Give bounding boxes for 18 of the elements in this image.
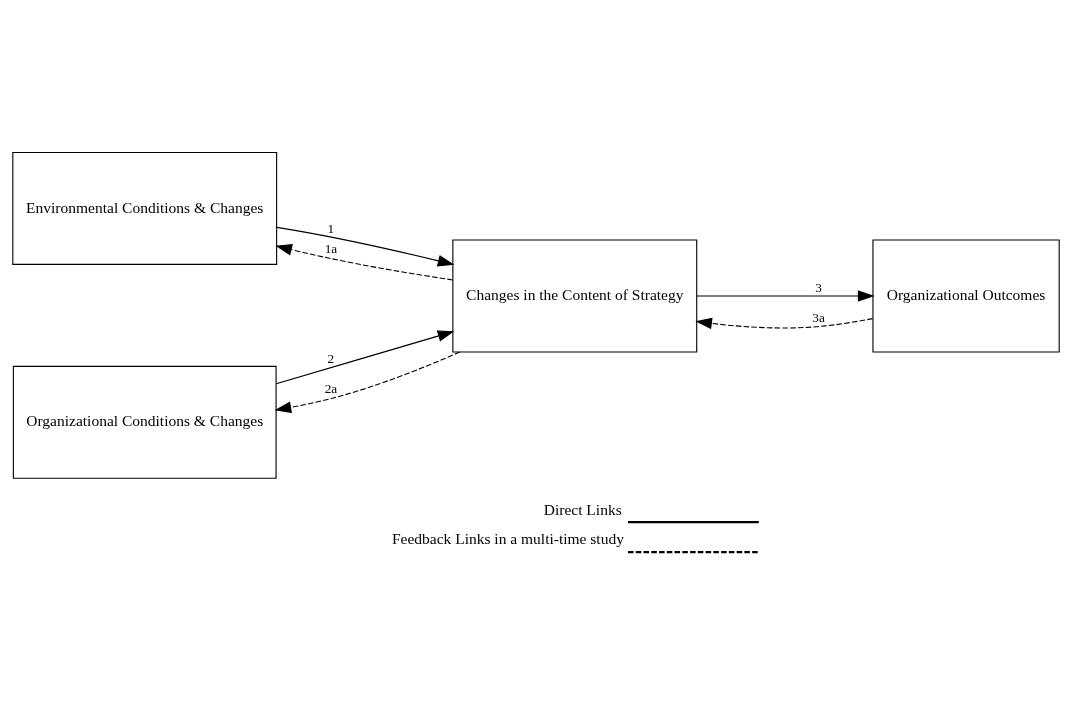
node-box: Changes in the Content of Strategy — [452, 238, 698, 352]
edge-label: 3a — [812, 309, 825, 325]
edge-label: 2 — [327, 350, 335, 366]
edge-label: 2a — [324, 380, 338, 396]
arrow — [696, 289, 875, 302]
arrow — [275, 243, 454, 280]
edge-label: 1 — [327, 220, 335, 236]
legend-label: Direct Links — [543, 500, 622, 518]
legend-label: Feedback Links in a multi-time study — [391, 529, 624, 547]
arrow — [274, 351, 461, 413]
edge-label: 1a — [324, 240, 338, 256]
arrow — [275, 329, 455, 384]
arrow — [276, 226, 455, 266]
arrow — [695, 317, 874, 329]
node-box: Organizational Outcomes — [872, 238, 1060, 352]
edge-label: 3 — [815, 279, 822, 295]
node-box: Environmental Conditions & Changes — [12, 151, 278, 265]
node-box: Organizational Conditions & Changes — [12, 365, 277, 479]
